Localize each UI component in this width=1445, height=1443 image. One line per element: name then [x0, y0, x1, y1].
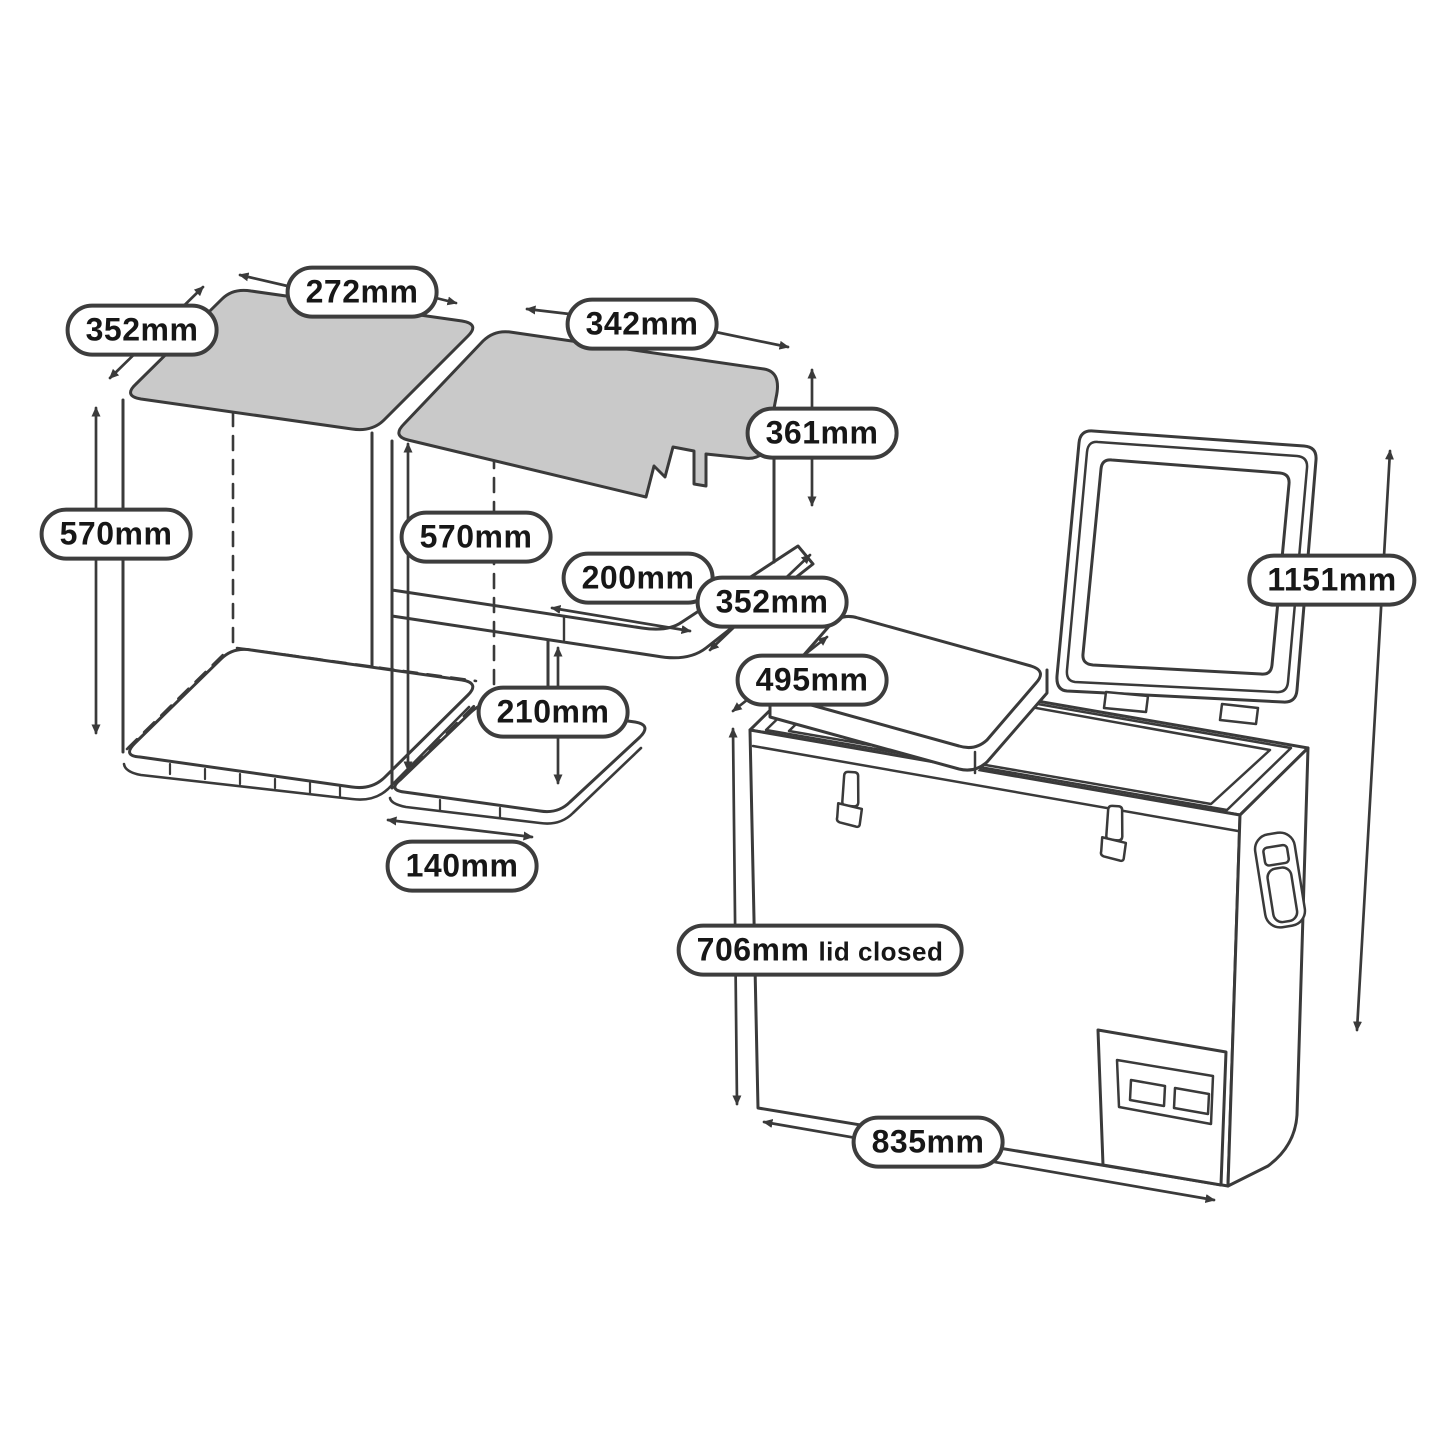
dim-fridge-lid-open-height: 1151mm — [1247, 553, 1417, 607]
fridge-closed-lid — [768, 611, 1049, 775]
dim-fridge-height: 706mm lid closed — [676, 923, 964, 977]
fridge-side-handle — [1253, 831, 1307, 929]
dim-arrow-box2-lower-width — [386, 816, 534, 841]
fridge-diagram — [748, 429, 1318, 1188]
dim-box1-width: 272mm — [285, 265, 439, 319]
dim-fridge-height-note: lid closed — [818, 936, 944, 967]
fridge-lid-hinge — [1218, 702, 1260, 726]
fridge-open-lid — [1055, 429, 1318, 726]
dim-fridge-depth: 495mm — [735, 653, 889, 707]
fridge-side-face — [1226, 746, 1310, 1188]
dim-box2-upper-height: 361mm — [745, 406, 899, 460]
dim-fridge-height-value: 706mm — [696, 931, 810, 968]
dim-box2-width: 342mm — [565, 297, 719, 351]
dim-arrow-fridge-height — [728, 727, 742, 1106]
dim-box2-height: 570mm — [399, 510, 553, 564]
dim-arrow-box2-width-right — [704, 328, 790, 350]
panel-display-right — [1172, 1086, 1211, 1116]
panel-display-left — [1128, 1078, 1167, 1108]
box2-top-face — [397, 330, 779, 499]
dim-arrow-fridge-lid-open-height — [1352, 449, 1395, 1032]
dim-box2-lower-width: 140mm — [385, 839, 539, 893]
dim-arrow-box2-step-width — [550, 604, 692, 635]
fridge-lid-hinge — [1102, 690, 1150, 714]
dim-box2-step-width: 200mm — [561, 551, 715, 605]
dim-box2-step-depth: 352mm — [695, 575, 849, 629]
box1-base — [122, 647, 475, 801]
dim-box1-depth: 352mm — [65, 303, 219, 357]
fridge-latch-right — [1099, 804, 1128, 863]
dim-box2-lower-height: 210mm — [476, 685, 630, 739]
dim-box1-height: 570mm — [39, 507, 193, 561]
fridge-control-panel — [1096, 1028, 1228, 1187]
dim-fridge-width: 835mm — [851, 1115, 1005, 1169]
fridge-latch-left — [835, 770, 864, 829]
fridge-rim-band — [751, 744, 1240, 833]
